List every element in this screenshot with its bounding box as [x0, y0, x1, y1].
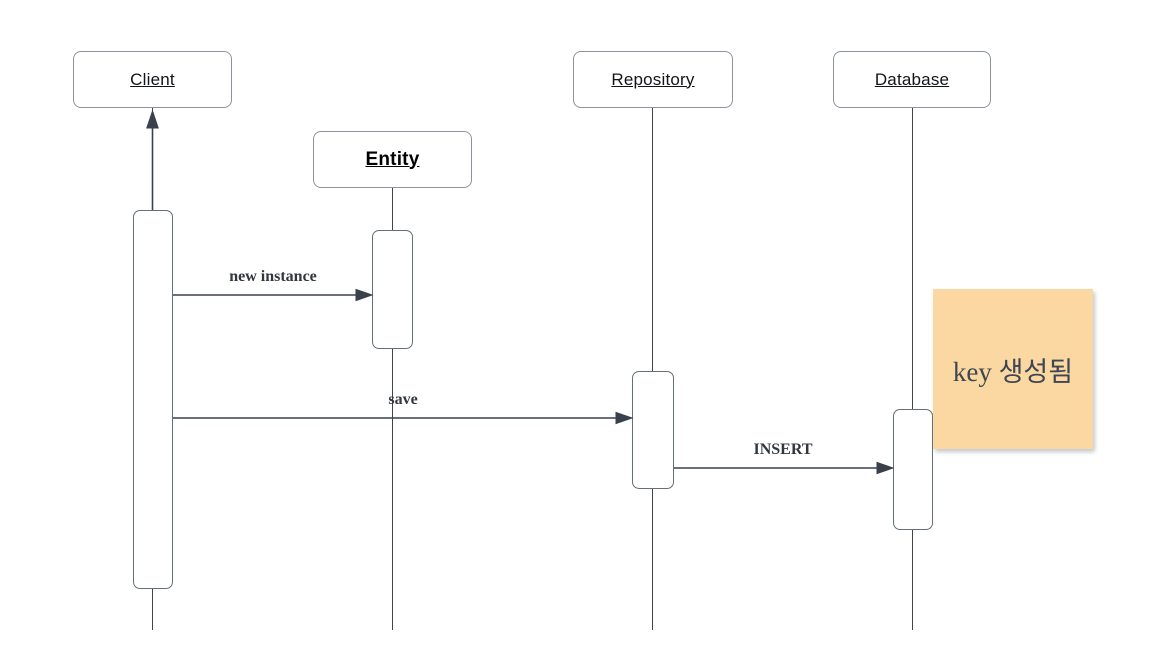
- message-label-insert: INSERT: [753, 441, 813, 458]
- actor-label-client: Client: [130, 69, 175, 89]
- actor-label-entity: Entity: [365, 148, 420, 170]
- sticky-note[interactable]: key 생성됨: [933, 289, 1093, 449]
- lifeline-repository: [652, 108, 653, 630]
- actor-label-database: Database: [874, 69, 950, 89]
- message-arrow-new-instance: [173, 288, 374, 302]
- message-arrow-save: [173, 411, 634, 425]
- message-label-new-instance: new instance: [229, 268, 317, 285]
- actor-box-client[interactable]: Client: [73, 51, 232, 108]
- actor-label-repository: Repository: [611, 69, 695, 89]
- activation-bar-repository[interactable]: [632, 371, 674, 489]
- message-arrow-insert: [674, 461, 895, 475]
- sticky-note-text: key 생성됨: [952, 356, 1074, 387]
- actor-box-entity[interactable]: Entity: [313, 131, 472, 188]
- message-label-save: save: [388, 391, 418, 408]
- activation-bar-database[interactable]: [893, 409, 933, 530]
- lifeline-database: [912, 108, 913, 630]
- activation-bar-client[interactable]: [133, 210, 173, 589]
- lifeline-entity: [392, 188, 393, 630]
- actor-box-database[interactable]: Database: [833, 51, 991, 108]
- activation-bar-entity[interactable]: [372, 230, 413, 349]
- actor-box-repository[interactable]: Repository: [573, 51, 733, 108]
